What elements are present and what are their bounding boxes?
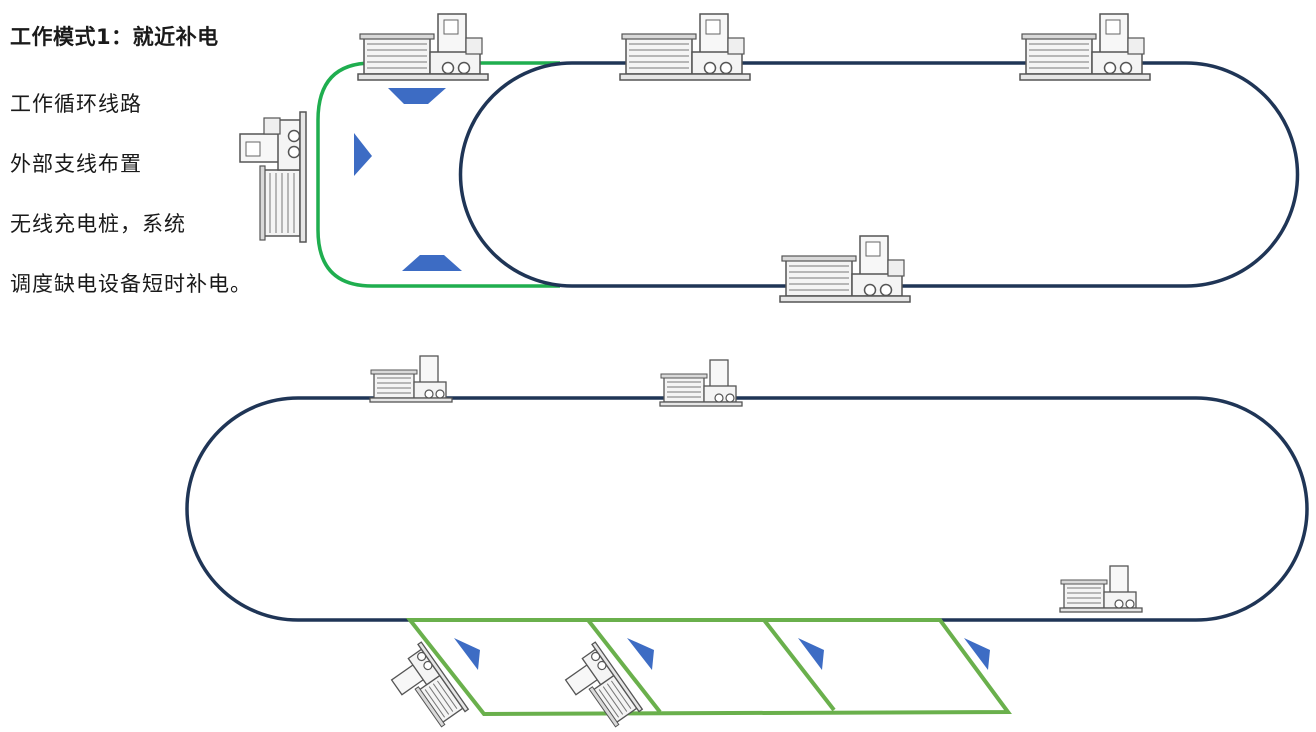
agv-bottom-3-icon <box>1059 565 1143 613</box>
charger-bottom-4-icon <box>964 638 990 670</box>
branch-bays-outline <box>405 618 1012 717</box>
description-line-2: 外部支线布置 <box>10 152 142 176</box>
main-loop-bottom <box>185 396 1309 622</box>
agv-bottom-1-icon <box>369 355 453 403</box>
description-line-1: 工作循环线路 <box>10 92 142 116</box>
charger-bottom-2-icon <box>627 638 654 670</box>
charger-bottom-1-icon <box>454 638 480 670</box>
mode-title: 工作模式1：就近补电 <box>10 25 219 49</box>
agv-top-4-icon <box>779 235 911 303</box>
agv-charging-bottom-1-icon <box>382 641 469 732</box>
charger-top-2-icon <box>354 133 372 176</box>
description-line-4: 调度缺电设备短时补电。 <box>10 272 252 296</box>
agv-bottom-2-icon <box>659 359 743 407</box>
bay-divider-2 <box>762 618 836 712</box>
agv-charging-bottom-2-icon <box>556 641 643 732</box>
agv-top-3-icon <box>1019 13 1151 81</box>
agv-top-2-icon <box>619 13 751 81</box>
agv-charging-top-icon <box>239 111 307 243</box>
charger-bottom-3-icon <box>798 638 824 670</box>
bay-divider-1 <box>586 618 662 714</box>
agv-top-1-icon <box>357 13 489 81</box>
main-loop-top <box>458 61 1300 288</box>
branch-line-top <box>316 61 560 288</box>
charger-top-1-icon <box>388 88 446 104</box>
description-line-3: 无线充电桩，系统 <box>10 212 186 236</box>
charger-top-3-icon <box>402 255 462 271</box>
